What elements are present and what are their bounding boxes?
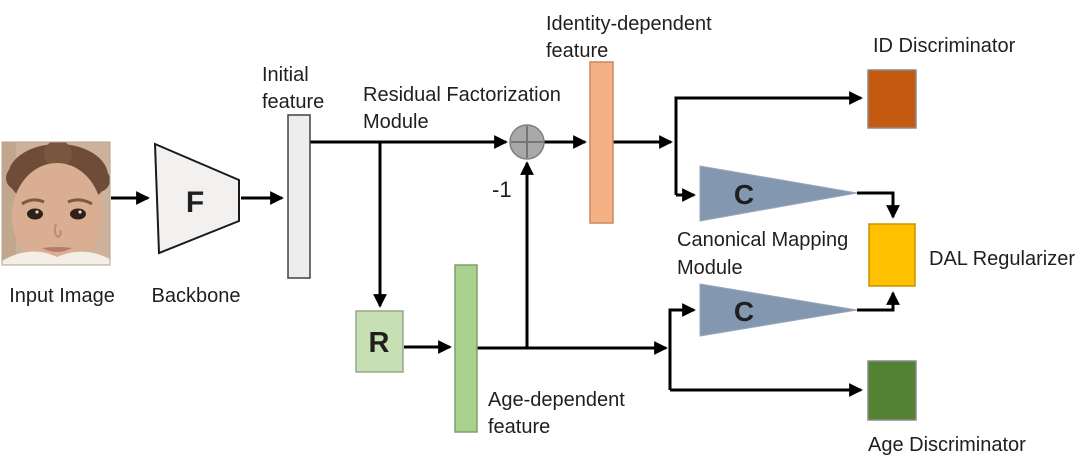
canonical-module-label-line1: Canonical Mapping xyxy=(677,229,848,251)
photo-eye-glint xyxy=(78,210,82,214)
dal-regularizer-label: DAL Regularizer xyxy=(929,248,1075,270)
residual-module-box xyxy=(355,310,404,373)
photo-eye xyxy=(27,208,43,220)
photo-nose xyxy=(53,223,62,239)
identity-feature-label-line1: Identity-dependent xyxy=(546,13,712,35)
canonical-module-label-line2: Module xyxy=(677,257,743,279)
photo-face xyxy=(12,163,102,265)
arrow-fork-to-id-discriminator xyxy=(674,91,863,195)
photo-border xyxy=(1,141,111,266)
identity-feature-label-line2: feature xyxy=(546,40,608,62)
photo-eyebrow xyxy=(21,198,45,206)
initial-feature-label-line2: feature xyxy=(262,91,324,113)
photo-shirt xyxy=(2,251,110,265)
canonical-mapping-triangle-top xyxy=(699,165,858,222)
input-image-photo xyxy=(1,141,111,266)
canonical-mapping-triangle-bottom xyxy=(699,283,858,337)
id-discriminator-label: ID Discriminator xyxy=(873,35,1016,57)
backbone-symbol: F xyxy=(186,186,204,219)
age-discriminator-box xyxy=(867,360,917,421)
photo-eyebrow xyxy=(67,198,93,206)
sum-weight-label: -1 xyxy=(492,177,512,202)
age-feature-label-line2: feature xyxy=(488,416,550,438)
backbone-trapezoid xyxy=(153,142,240,255)
identity-feature-bar xyxy=(589,61,614,224)
dal-regularizer-box xyxy=(868,223,916,287)
age-feature-bar xyxy=(454,264,478,433)
arrow-top-triangle-to-dal xyxy=(857,191,900,219)
id-discriminator-box xyxy=(867,69,917,129)
backbone-label: Backbone xyxy=(152,285,241,307)
input-image-label: Input Image xyxy=(9,285,115,307)
photo-mouth xyxy=(42,247,72,252)
initial-feature-label-line1: Initial xyxy=(262,64,309,86)
photo-eye xyxy=(70,208,86,220)
canonical-symbol-bottom: C xyxy=(734,296,754,327)
residual-module-label-line1: Residual Factorization xyxy=(363,84,561,106)
age-discriminator-label: Age Discriminator xyxy=(868,434,1026,456)
connectors xyxy=(111,91,900,397)
arrow-bottom-triangle-to-dal xyxy=(857,291,900,312)
residual-module-label-line2: Module xyxy=(363,111,429,133)
age-feature-label-line1: Age-dependent xyxy=(488,389,625,411)
photo-hair-curl xyxy=(44,142,72,168)
residual-symbol: R xyxy=(369,327,390,359)
photo-eye-glint xyxy=(35,210,39,214)
canonical-symbol-top: C xyxy=(734,179,754,210)
initial-feature-bar xyxy=(287,114,311,279)
sum-node xyxy=(509,124,545,160)
arrow-fork-to-bottom-triangle xyxy=(668,303,696,390)
